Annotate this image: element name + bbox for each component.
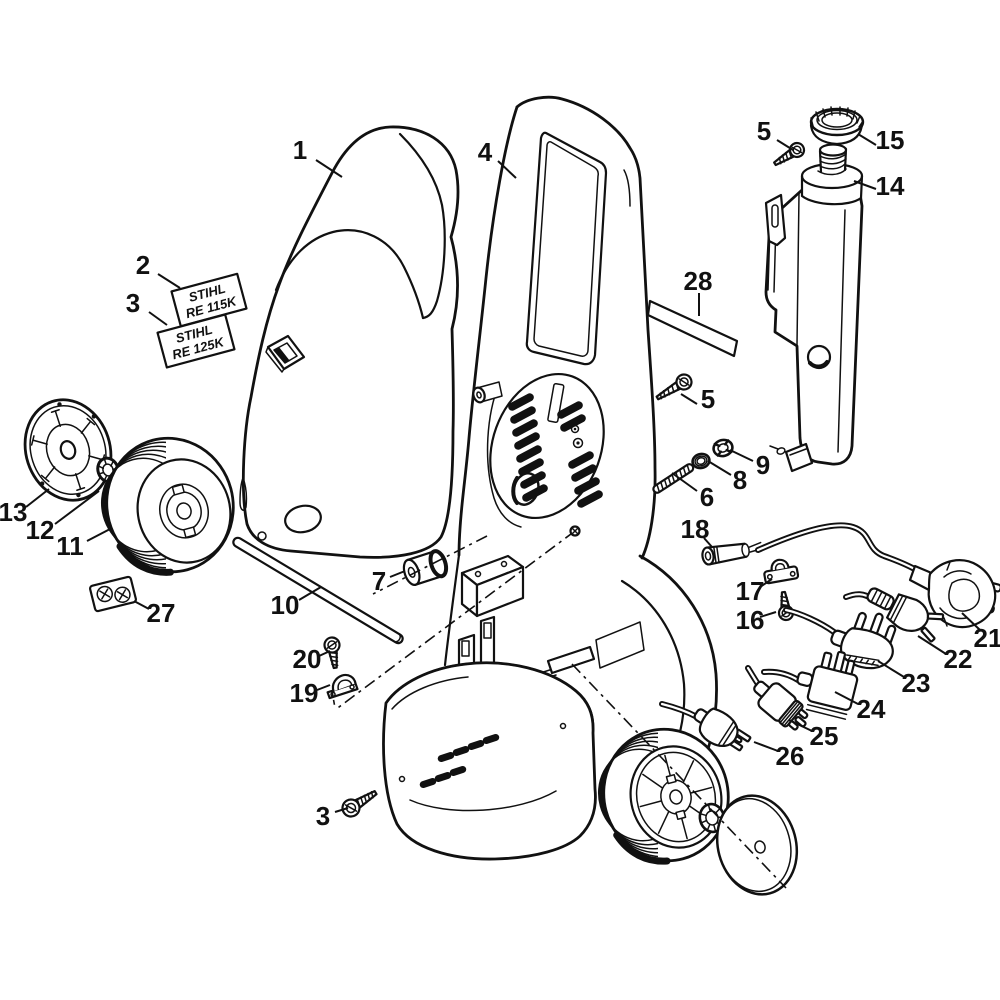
callout-number-5: 5: [757, 116, 771, 146]
washer-part-8: [691, 452, 711, 470]
stud-part-6: [652, 463, 695, 494]
plate-part-27: [89, 575, 137, 613]
callout-number-24: 24: [857, 694, 886, 724]
base-vent-slots: [419, 733, 500, 789]
leader-line-3: [148, 311, 168, 326]
switch-opening: [265, 334, 306, 373]
callout-number-28: 28: [684, 266, 713, 296]
callout-number-11: 11: [56, 531, 84, 561]
callout-number-9: 9: [756, 450, 770, 480]
callout-number-27: 27: [147, 598, 176, 628]
frame-part-4: [443, 95, 657, 736]
screw-part-16: [777, 590, 795, 622]
screw-part-5-top: [773, 141, 806, 167]
callout-number-22: 22: [944, 644, 973, 674]
leader-line-11: [86, 527, 113, 542]
leader-line-21: [961, 612, 981, 631]
right-hubcap: [715, 794, 799, 896]
leader-line-22: [917, 635, 947, 655]
leader-line-14: [853, 180, 877, 190]
chassis-tub: [382, 661, 597, 861]
leader-line-12: [54, 490, 100, 525]
callout-number-18: 18: [681, 514, 710, 544]
leader-line-1: [315, 159, 343, 178]
right-lock-washer: [698, 802, 726, 834]
callout-number-15: 15: [876, 125, 905, 155]
callout-number-2: 2: [136, 250, 150, 280]
callout-number-26: 26: [776, 741, 805, 771]
tank-part-14: [764, 143, 864, 473]
leader-line-18: [703, 537, 713, 548]
leader-line-4: [497, 160, 517, 179]
leader-line-19: [316, 684, 331, 691]
leader-line-5: [680, 393, 698, 405]
clamp-part-19: [326, 673, 359, 700]
leader-line-25: [788, 719, 813, 732]
callout-number-4: 4: [478, 137, 493, 167]
callout-number-17: 17: [736, 576, 765, 606]
leader-line-23: [877, 660, 905, 678]
vent-slats: [508, 393, 603, 508]
callout-number-3: 3: [126, 288, 140, 318]
nut-part-9: [712, 438, 734, 458]
callout-number-5: 5: [701, 384, 715, 414]
callout-number-8: 8: [733, 465, 747, 495]
power-cord-plug-23: [783, 607, 897, 670]
hubcap-part-13: [23, 398, 113, 502]
leader-line-16: [759, 611, 777, 618]
callout-number-19: 19: [290, 678, 319, 708]
callout-number-14: 14: [876, 171, 905, 201]
alignment-centerlines: [331, 525, 787, 889]
callout-number-3: 3: [316, 801, 330, 831]
callout-number-6: 6: [700, 482, 714, 512]
leader-line-15: [857, 133, 877, 146]
clamp-part-17: [763, 558, 800, 585]
power-cord-uk-plug-24: [761, 650, 859, 720]
leader-line-27: [133, 600, 150, 610]
leader-line-26: [753, 741, 779, 752]
leader-line-5: [776, 139, 794, 151]
callout-number-7: 7: [372, 566, 386, 596]
callout-number-12: 12: [26, 515, 55, 545]
sleeve-part-18: [701, 541, 765, 566]
screw-part-5-mid: [655, 373, 693, 401]
screw-part-20: [323, 636, 341, 670]
leader-line-20: [318, 650, 331, 657]
cover-part-1: [239, 125, 460, 559]
leader-line-17: [759, 578, 773, 588]
callout-number-16: 16: [736, 605, 765, 635]
callout-number-25: 25: [810, 721, 839, 751]
power-cord-euro-plug-21: [755, 522, 1000, 629]
power-cord-connector-25: [745, 665, 809, 731]
screw-part-3-bottom: [341, 790, 378, 818]
leader-line-24: [834, 691, 859, 705]
leader-line-9: [729, 449, 754, 462]
leader-line-10: [298, 586, 322, 601]
callout-number-10: 10: [271, 590, 300, 620]
model-label-re115k: STIHL RE 115K: [170, 272, 248, 328]
tank-cap-part-15: [809, 106, 865, 146]
model-label-re125k: STIHL RE 125K: [156, 313, 236, 369]
callout-number-1: 1: [293, 135, 307, 165]
leader-line-13: [25, 488, 50, 508]
callout-number-23: 23: [902, 668, 931, 698]
leader-line-8: [707, 460, 732, 476]
callout-number-20: 20: [293, 644, 322, 674]
leader-line-2: [157, 273, 181, 289]
leader-line-7: [389, 570, 406, 578]
leader-line-3: [334, 807, 349, 813]
power-cord-us-plug-26: [659, 701, 752, 752]
callout-number-13: 13: [0, 497, 27, 527]
pump-mount-block: [460, 554, 525, 618]
strip-part-28: [646, 299, 739, 358]
vent-panel: [472, 372, 605, 528]
leader-line-6: [671, 472, 698, 492]
power-cord-aus-plug-22: [843, 587, 945, 643]
wheel-part-11: [100, 436, 235, 576]
callout-number-21: 21: [974, 623, 1000, 653]
